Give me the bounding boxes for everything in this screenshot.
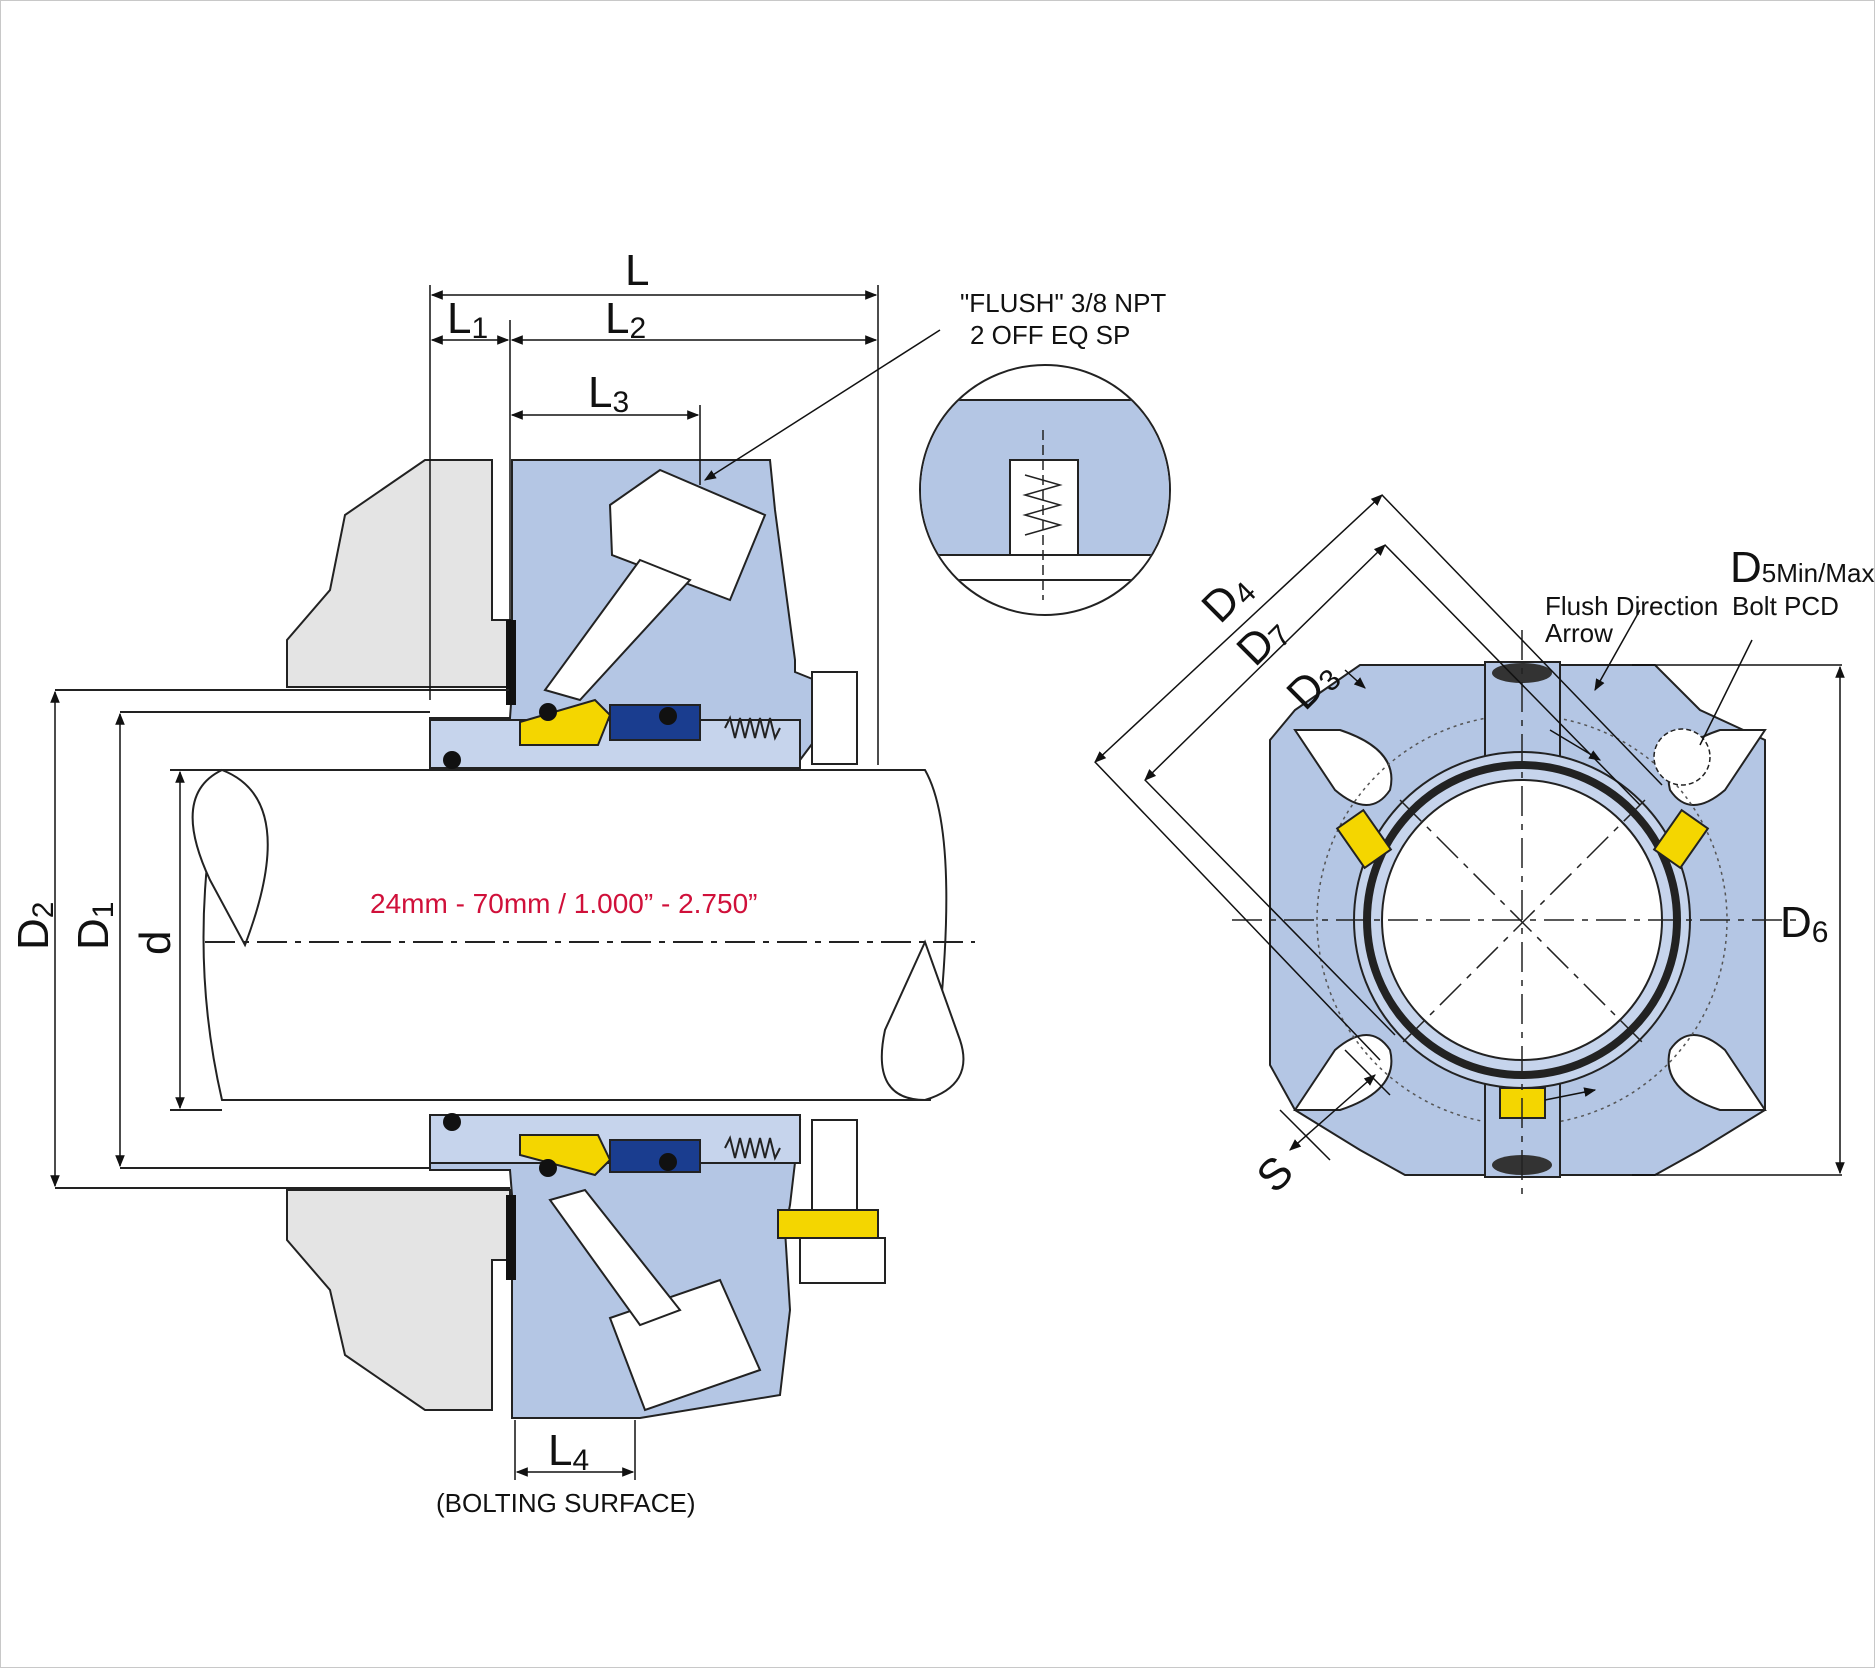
spring-bottom (724, 1135, 781, 1161)
dim-label-L4: L4 (548, 1426, 589, 1477)
gasket-top (506, 620, 516, 705)
flush-channel-bottom (548, 1188, 682, 1327)
flush-channel-top (543, 558, 692, 702)
shaft (202, 769, 948, 1101)
dim-label-L2: L2 (605, 294, 646, 345)
o-ring (443, 751, 461, 769)
dim-label-D6: D6 (1780, 898, 1828, 949)
stationary-seat-bottom (609, 1139, 701, 1173)
centering-clip-front (1335, 808, 1393, 870)
centering-clip (777, 1209, 879, 1239)
pump-housing-bottom (286, 1189, 511, 1411)
front-view (1232, 630, 1800, 1200)
clip-screw (799, 1237, 886, 1284)
dim-label-D2: D2 (9, 902, 60, 950)
dim-label-D5: D5Min/Max (1730, 543, 1874, 592)
flush-note-line1: "FLUSH" 3/8 NPT (960, 288, 1166, 318)
bolt-pcd-label: Bolt PCD (1732, 591, 1839, 621)
shaft-break-right (880, 939, 965, 1102)
detail-view (919, 364, 1171, 616)
spring-top (724, 715, 781, 741)
shaft-break-left (191, 768, 269, 948)
flush-note-line2: 2 OFF EQ SP (970, 320, 1130, 350)
section-view (55, 459, 975, 1419)
dim-label-L3: L3 (588, 368, 629, 419)
rotary-face-top (519, 698, 612, 746)
labels: L L1 L2 L3 L4 D2 D1 d "FLUSH" 3/8 NPT 2 … (9, 246, 1874, 1518)
o-ring (659, 1153, 677, 1171)
pump-housing-top (286, 459, 511, 688)
dim-label-d: d (131, 931, 180, 955)
o-ring (443, 1113, 461, 1131)
dim-label-S: S (1247, 1147, 1302, 1202)
gasket-bottom (506, 1195, 516, 1280)
dim-label-D1: D1 (69, 902, 120, 950)
dimension-lines-left (50, 285, 941, 1480)
bolt-slot (1667, 1034, 1767, 1111)
centering-clip-front (1652, 808, 1710, 870)
set-screw-bottom (811, 1119, 858, 1211)
dim-label-L1: L1 (447, 294, 488, 345)
o-ring (659, 707, 677, 725)
flush-direction-label-line1: Flush Direction (1545, 591, 1718, 621)
o-ring (539, 703, 557, 721)
set-screw-top (811, 671, 858, 765)
rotary-face-bottom (519, 1134, 612, 1177)
shaft-size-range: 24mm - 70mm / 1.000” - 2.750” (370, 888, 757, 919)
dimension-lines-right (1094, 494, 1845, 1176)
o-ring (539, 1159, 557, 1177)
bolt-position (1653, 728, 1711, 786)
dim-label-L: L (625, 246, 649, 295)
flush-direction-label-line2: Arrow (1545, 618, 1613, 648)
bolting-surface-note: (BOLTING SURFACE) (436, 1488, 696, 1518)
stationary-seat-top (609, 704, 701, 741)
